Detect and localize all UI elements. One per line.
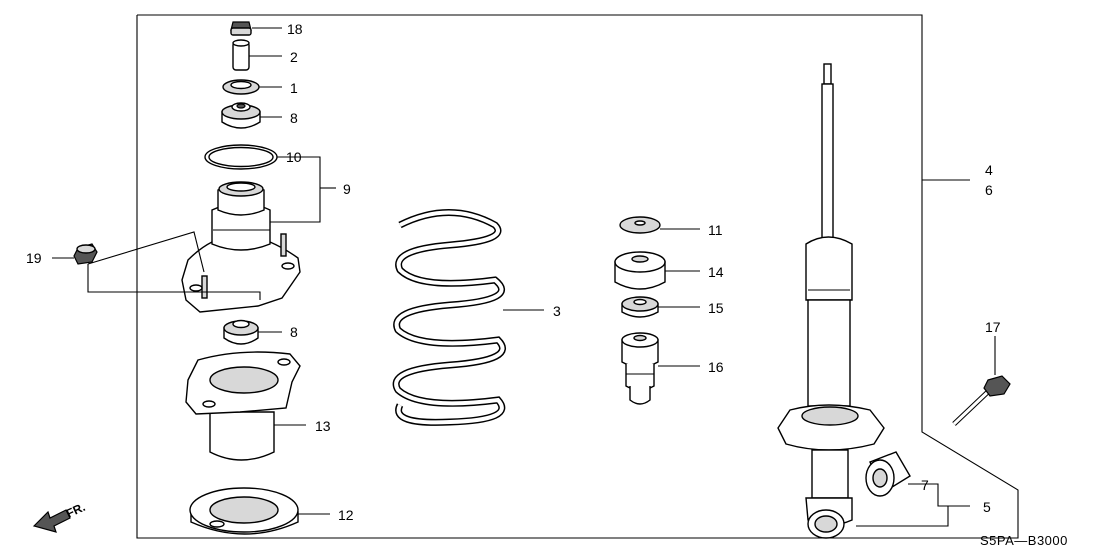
part-9-upper-mount[interactable]: [181, 181, 301, 313]
callout-10: 10: [286, 149, 302, 165]
callout-3: 3: [553, 303, 561, 319]
callout-19: 19: [26, 250, 42, 266]
diagram-frame: [136, 14, 1019, 539]
callout-15: 15: [708, 300, 724, 316]
callout-17: 17: [985, 319, 1001, 335]
part-16-bump-stop[interactable]: [621, 332, 659, 405]
part-1-washer[interactable]: [222, 79, 260, 95]
part-13-lower-mount[interactable]: [185, 351, 301, 461]
callout-11: 11: [708, 222, 723, 238]
part-15-cap[interactable]: [621, 296, 659, 318]
callout-8-upper: 8: [290, 110, 298, 126]
diagram-code: S5PA—B3000: [980, 533, 1068, 548]
callout-14: 14: [708, 264, 724, 280]
front-direction-arrow: [32, 509, 71, 533]
callout-16: 16: [708, 359, 724, 375]
callout-12: 12: [338, 507, 354, 523]
callout-13: 13: [315, 418, 331, 434]
callout-6: 6: [985, 182, 993, 198]
part-12-spring-seat[interactable]: [189, 487, 299, 535]
part-8-lower-bushing[interactable]: [223, 319, 259, 345]
callout-4: 4: [985, 162, 993, 178]
callout-2: 2: [290, 49, 298, 65]
part-2-collar[interactable]: [232, 39, 250, 71]
part-4-6-shock-absorber[interactable]: [777, 63, 885, 539]
part-19-nut[interactable]: [73, 243, 98, 265]
callout-9: 9: [343, 181, 351, 197]
part-8-upper-bushing[interactable]: [221, 102, 261, 129]
callout-5: 5: [983, 499, 991, 515]
part-18-nut[interactable]: [230, 21, 252, 36]
part-14-stopper[interactable]: [614, 251, 666, 290]
part-11-washer[interactable]: [619, 216, 661, 234]
callout-18: 18: [287, 21, 303, 37]
part-17-bolt[interactable]: [952, 375, 1011, 426]
part-3-coil-spring[interactable]: [392, 209, 506, 426]
callout-1: 1: [290, 80, 298, 96]
part-10-o-ring[interactable]: [204, 144, 278, 170]
callout-8-lower: 8: [290, 324, 298, 340]
part-7-bushing[interactable]: [865, 451, 911, 497]
callout-7: 7: [921, 477, 929, 493]
leader-lines: [52, 27, 996, 527]
